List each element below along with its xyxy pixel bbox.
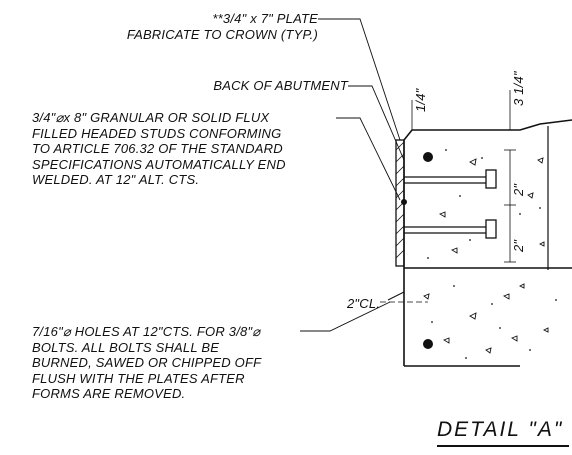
studs-note: 3/4"⌀x 8" GRANULAR OR SOLID FLUX FILLED …	[32, 110, 286, 188]
stud-weld-point	[401, 199, 407, 205]
holes-note-line2: BOLTS. ALL BOLTS SHALL BE	[32, 339, 220, 355]
plate-note: **3/4" x 7" PLATE FABRICATE TO CROWN (TY…	[100, 11, 318, 42]
dim-two-upper-label: 2"	[511, 183, 526, 196]
holes-note: 7/16"⌀ HOLES AT 12"CTS. FOR 3/8"⌀ BOLTS.…	[32, 324, 261, 402]
back-abutment-leader	[348, 85, 405, 161]
holes-note-line5: FORMS ARE REMOVED.	[32, 386, 186, 401]
detail-title-underline	[437, 445, 569, 447]
plate-leader	[318, 18, 401, 141]
studs-leader	[336, 117, 401, 201]
plate-note-line1: **3/4" x 7" PLATE	[212, 11, 318, 26]
rebar-top	[423, 152, 433, 162]
studs-note-line1: 3/4"⌀x 8" GRANULAR OR SOLID FLUX	[32, 110, 270, 125]
dim-quarter-label: 1/4"	[413, 88, 428, 113]
rebar-bottom	[423, 339, 433, 349]
studs-note-line5: WELDED. AT 12" ALT. CTS.	[32, 172, 200, 187]
holes-note-line1: 7/16"⌀ HOLES AT 12"CTS. FOR 3/8"⌀	[32, 324, 261, 339]
concrete-dots	[427, 149, 557, 359]
plate-note-line2: FABRICATE TO CROWN (TYP.)	[126, 26, 318, 42]
holes-note-line4: FLUSH WITH THE PLATES AFTER	[32, 370, 245, 386]
dim-three-quarter-label: 3 1/4"	[511, 71, 526, 106]
holes-leader	[300, 301, 391, 332]
dim-two-lower-label: 2"	[511, 239, 526, 252]
studs-note-line2: FILLED HEADED STUDS CONFORMING	[32, 125, 282, 141]
stud-head-upper	[485, 169, 497, 189]
bolt-leader	[387, 291, 405, 301]
centerline-label: 2"CL.	[347, 296, 381, 311]
back-abutment-note: BACK OF ABUTMENT	[213, 78, 348, 93]
concrete-aggregate	[423, 157, 549, 354]
studs-note-line4: SPECIFICATIONS AUTOMATICALLY END	[32, 156, 286, 172]
studs-note-line3: TO ARTICLE 706.32 OF THE STANDARD	[32, 141, 283, 156]
stud-head-lower	[485, 219, 497, 239]
holes-note-line3: BURNED, SAWED OR CHIPPED OFF	[32, 355, 262, 370]
detail-title: DETAIL "A"	[437, 418, 564, 441]
